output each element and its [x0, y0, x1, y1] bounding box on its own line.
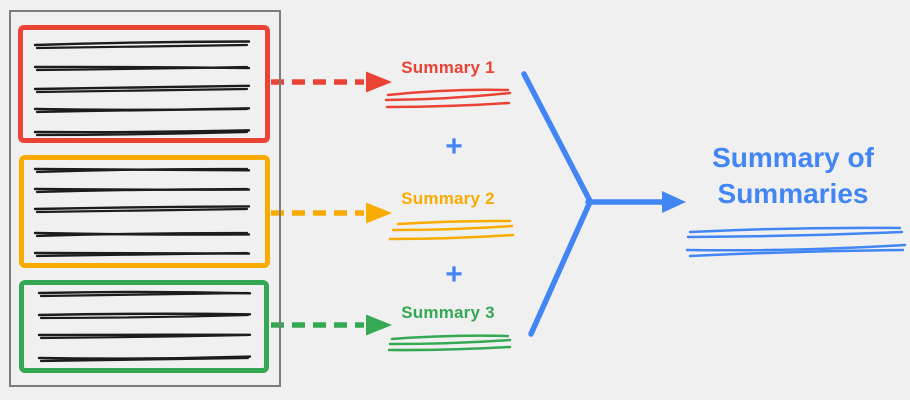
- summary-2-scribble: [388, 233, 515, 241]
- final-summary-scribble: [685, 243, 907, 252]
- document-text-scribble: [35, 231, 249, 238]
- document-text-scribble: [37, 312, 252, 317]
- dashed-arrowhead-icon-1: [366, 71, 392, 93]
- dashed-arrowhead-icon-2: [366, 202, 392, 224]
- summary-3-label: Summary 3: [401, 303, 495, 322]
- document-text-scribble: [35, 207, 249, 214]
- document-text-scribble: [35, 43, 249, 50]
- document-text-scribble: [35, 130, 249, 137]
- merge-line-bottom: [528, 199, 593, 337]
- summary-3-scribble: [387, 345, 512, 352]
- summary-2-scribble: [396, 219, 512, 226]
- document-text-scribble: [35, 107, 249, 114]
- document-text-scribble: [39, 356, 250, 363]
- document-text-scribble: [33, 129, 251, 134]
- final-summary-scribble: [688, 226, 902, 234]
- final-summary-scribble: [686, 230, 904, 239]
- merge-arrowhead-icon: [662, 191, 686, 213]
- document-text-scribble: [33, 84, 251, 91]
- document-text-scribble: [35, 187, 249, 194]
- summary-1-scribble: [386, 88, 510, 97]
- final-summary-label: Summary of Summaries: [712, 142, 874, 209]
- source-document: [9, 10, 281, 387]
- document-text-scribble: [35, 87, 249, 94]
- document-text-scribble: [33, 40, 251, 47]
- plus-operator-2: +: [445, 258, 463, 291]
- final-summary-scribble: [688, 248, 905, 258]
- document-text-scribble: [39, 291, 250, 298]
- summary-2-scribble: [391, 224, 514, 232]
- document-text-scribble: [39, 333, 250, 340]
- document-text-scribble: [35, 65, 249, 72]
- document-chunk-3: [19, 280, 269, 373]
- summary-3-scribble: [390, 334, 510, 341]
- document-text-scribble: [35, 251, 249, 258]
- document-text-scribble: [35, 167, 249, 174]
- document-chunk-2: [19, 155, 270, 268]
- plus-operator-1: +: [445, 130, 463, 163]
- summary-3-scribble: [388, 338, 512, 346]
- document-chunk-1: [18, 25, 270, 143]
- summary-1-scribble: [385, 101, 511, 109]
- summary-1-label: Summary 1: [401, 58, 495, 77]
- merge-line-top: [521, 71, 593, 204]
- summary-2-label: Summary 2: [401, 189, 495, 208]
- document-text-scribble: [39, 313, 250, 320]
- summary-1-scribble: [384, 91, 512, 102]
- dashed-arrowhead-icon-3: [366, 314, 392, 336]
- document-text-scribble: [33, 205, 251, 211]
